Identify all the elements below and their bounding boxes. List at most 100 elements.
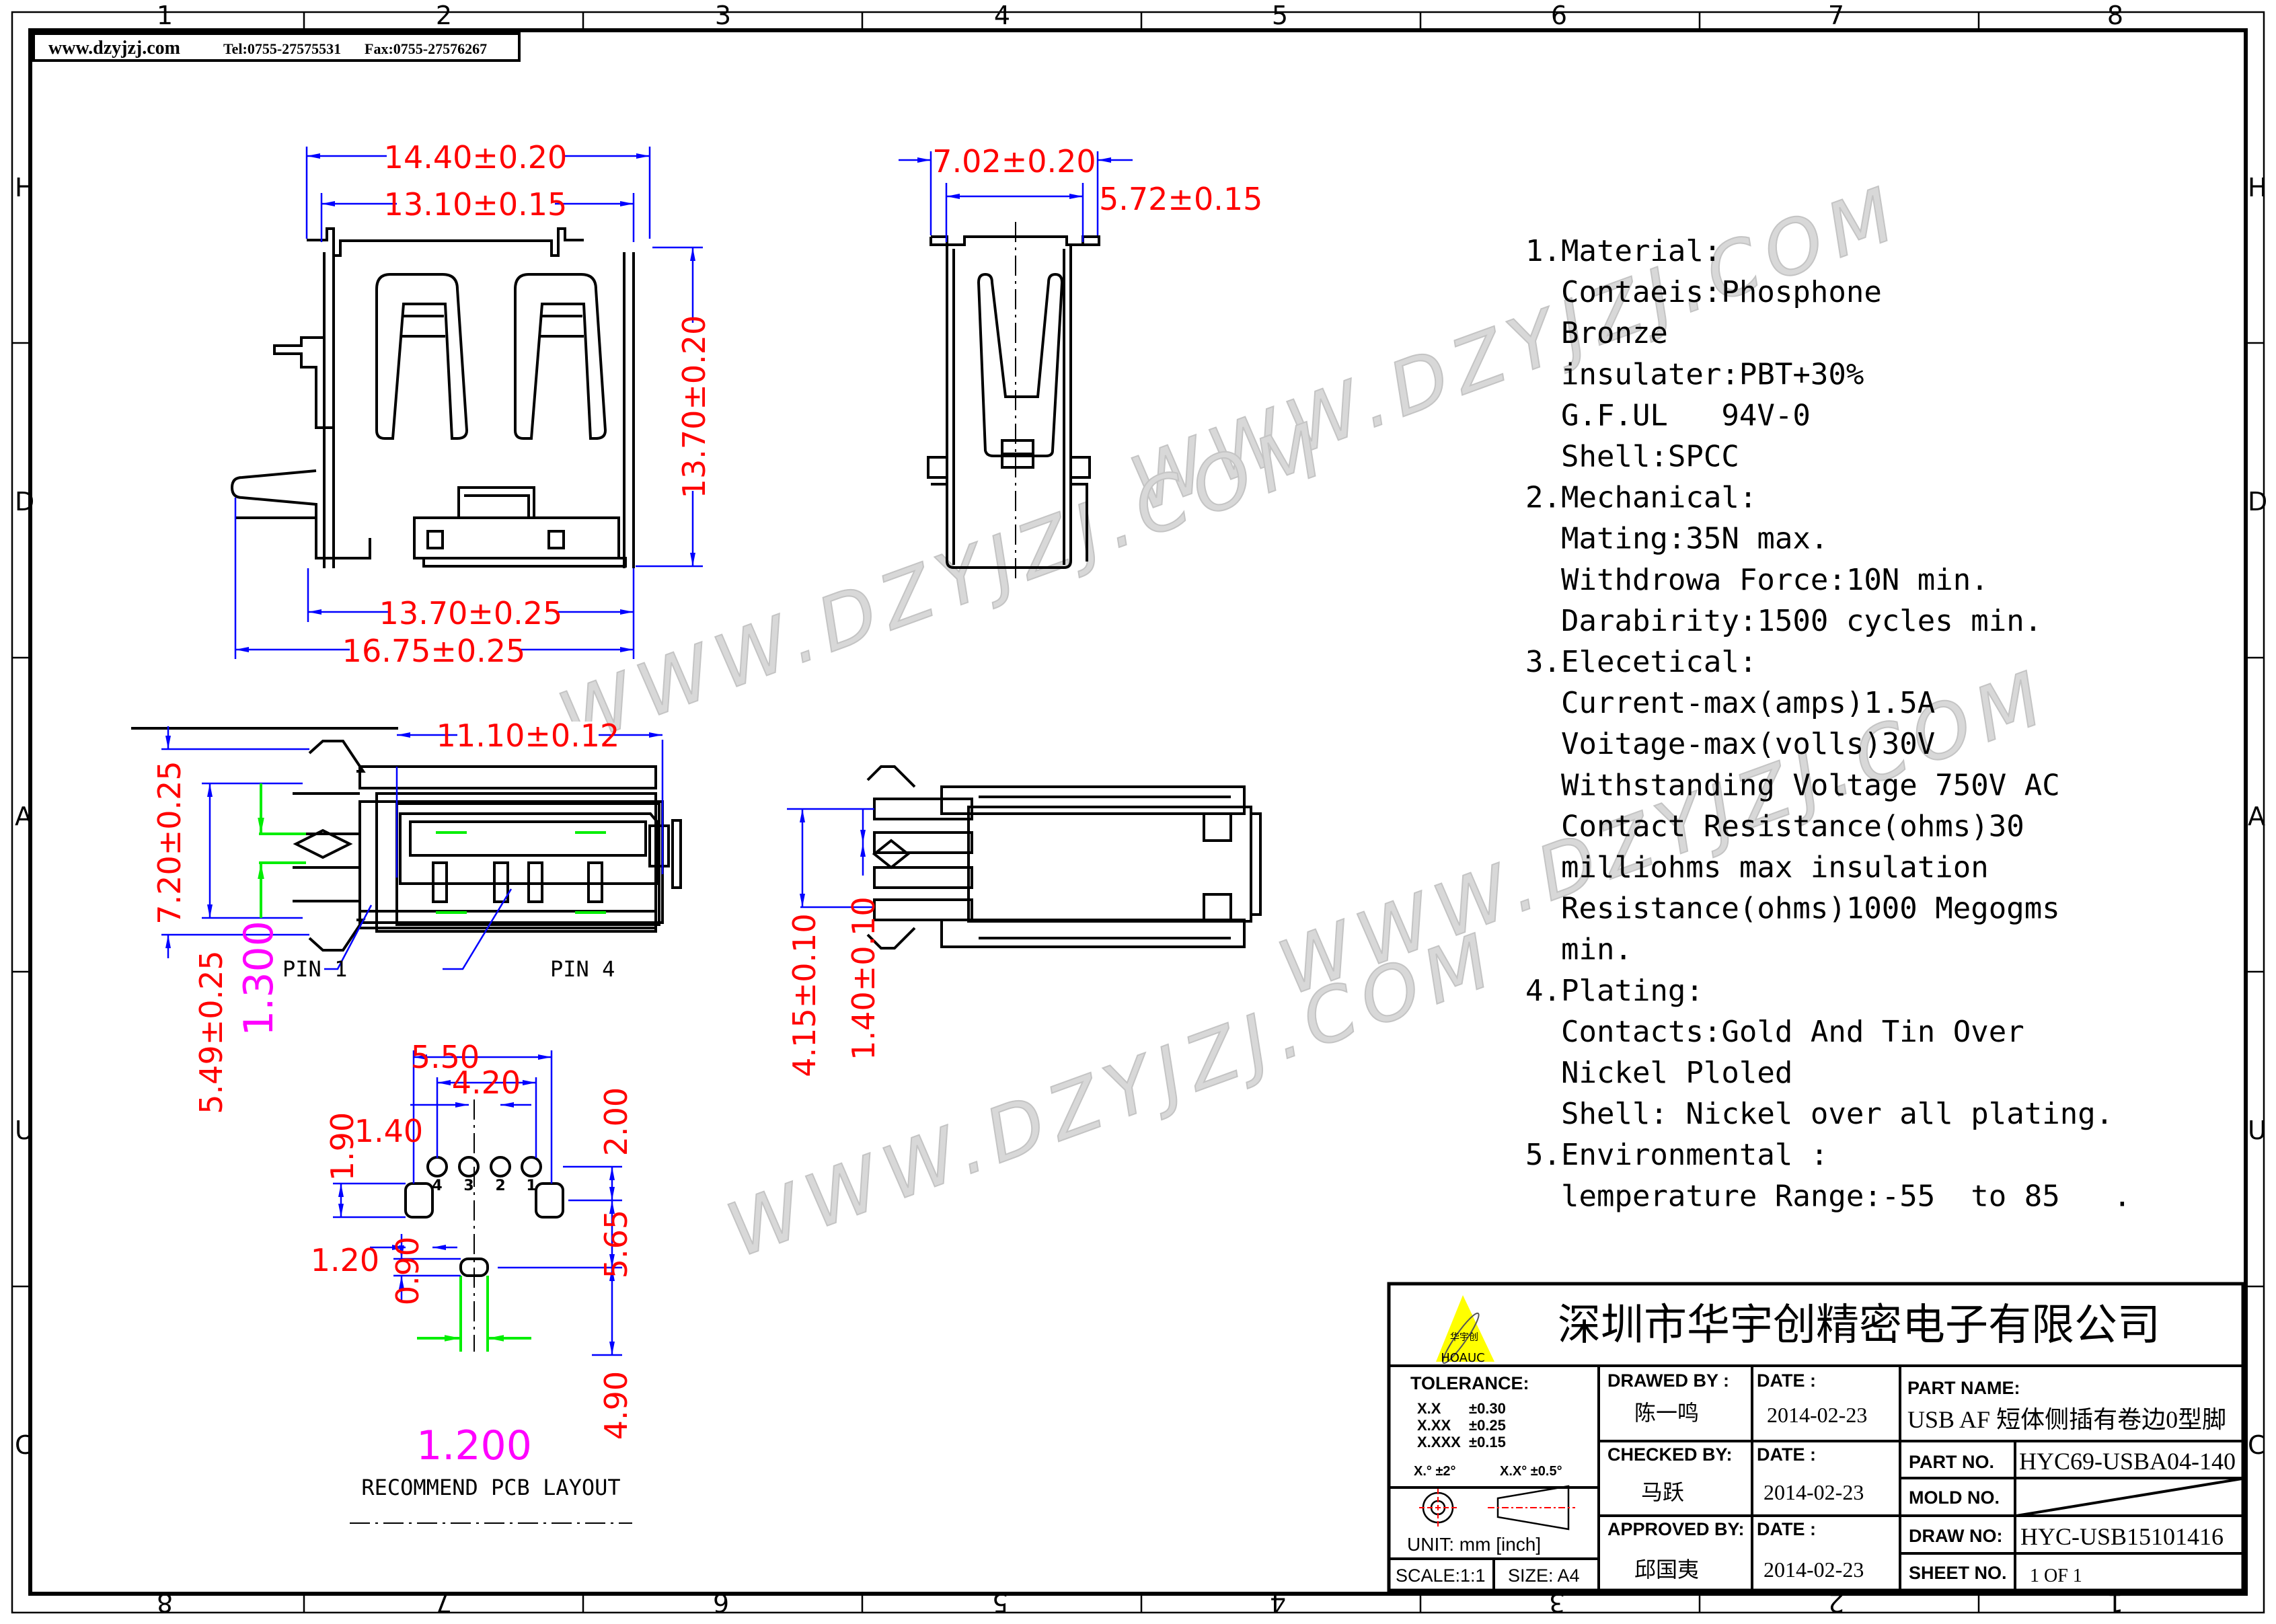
grid-col-bottom-2: 2 [1828,1588,1844,1617]
spec-note-line: Shell:SPCC [1525,440,1739,474]
dim-pcb-565: 5.65 [598,1210,634,1278]
dim-top-overall-width: 14.40±0.20 [384,139,568,176]
spec-note-line: Nickel Ploled [1525,1056,1792,1090]
grid-col-8: 8 [2107,1,2123,30]
drawed-by-name: 陈一鸣 [1634,1401,1699,1425]
pcb-pin-3: 3 [463,1177,473,1194]
spec-note-line: insulater:PBT+30% [1525,357,1864,391]
dim-pcb-190: 1.90 [324,1112,361,1181]
scale-label: SCALE:1:1 [1396,1565,1486,1586]
dim-front-width: 11.10±0.12 [437,718,620,754]
spec-note-line: Resistance(ohms)1000 Megogms [1525,892,2060,926]
pin1-label: PIN 1 [282,956,347,982]
grid-col-bottom-1: 1 [2107,1588,2123,1617]
grid-col-bottom-5: 5 [992,1588,1008,1617]
approved-by-label: APPROVED BY: [1607,1519,1745,1539]
tolerance-val-2: ±0.25 [1469,1417,1506,1434]
grid-col-6: 6 [1551,1,1567,30]
spec-note-line: 5.Environmental : [1525,1138,1828,1172]
dim-side-inner: 5.72±0.15 [1099,181,1262,217]
grid-col-5: 5 [1272,1,1288,30]
grid-col-bottom-7: 7 [436,1588,452,1617]
size-label: SIZE: A4 [1508,1565,1580,1586]
grid-col-bottom-3: 3 [1549,1588,1565,1617]
dim-pcb-ref: 1.200 [416,1422,532,1469]
grid-row-a-right: A [2248,802,2265,831]
tolerance-label: TOLERANCE: [1410,1373,1529,1393]
dim-pcb-490: 4.90 [598,1371,634,1440]
part-name-label: PART NAME: [1907,1378,2020,1398]
mold-no-label: MOLD NO. [1909,1487,2000,1508]
watermark-4: WWW.DZYJZJ.COM [716,915,1510,1274]
tolerance-val-3: ±0.15 [1469,1434,1506,1451]
spec-note-line: Contaeis:Phosphone [1525,275,1882,309]
spec-note-line: 2.Mechanical: [1525,481,1757,515]
grid-col-4: 4 [994,1,1010,30]
spec-note-line: milliohms max insulation [1525,851,1989,885]
part-no-label: PART NO. [1909,1452,1994,1472]
part-name: USB AF 短体侧插有卷边0型脚 [1907,1406,2226,1433]
front-view: 11.10±0.12 7.20±0.25 5.49±0.25 1.300 PIN… [131,718,682,1114]
tolerance-val-1: ±0.30 [1469,1400,1506,1417]
date-approved-label: DATE : [1757,1519,1816,1539]
grid-col-bottom-8: 8 [157,1588,173,1617]
dim-top-inner-width: 13.10±0.15 [384,186,568,223]
grid-col-bottom-6: 6 [713,1588,729,1617]
spec-note-line: G.F.UL 94V-0 [1525,398,1811,432]
tel-text: Tel:0755-27575531 [223,40,341,57]
dim-pcb-200: 2.00 [598,1087,634,1156]
website-text: www.dzyjzj.com [48,38,180,59]
dim-pcb-140: 1.40 [354,1113,423,1149]
dim-pcb-420: 4.20 [452,1065,521,1101]
grid-row-a: A [15,802,32,831]
spec-note-line: lemperature Range:-55 to 85 . [1525,1179,2131,1213]
dim-front-ref: 1.300 [235,921,282,1036]
grid-row-d-right: D [2248,487,2267,516]
checked-by-label: CHECKED BY: [1607,1444,1733,1465]
dim-pcb-090: 0.90 [389,1237,426,1305]
sheet-no-label: SHEET NO. [1909,1563,2007,1583]
pcb-pin-1: 1 [526,1177,536,1194]
top-view: 14.40±0.20 13.10±0.15 13.70±0.20 13.70±0… [230,139,712,669]
grid-row-u-right: U [2248,1116,2267,1145]
grid-col-7: 7 [1828,1,1844,30]
spec-note-line: Bronze [1525,316,1668,350]
spec-note-line: Darabirity:1500 cycles min. [1525,604,2042,638]
dim-pcb-120: 1.20 [311,1242,379,1278]
spec-note-line: 1.Material: [1525,234,1721,268]
dim-profile-outer-pitch: 4.15±0.10 [786,913,823,1077]
dim-front-height: 7.20±0.25 [151,761,188,924]
unit-label: UNIT: mm [inch] [1407,1534,1541,1555]
date-approved: 2014-02-23 [1763,1557,1864,1582]
tolerance-key-1: X.X [1417,1400,1441,1417]
angle-tolerance-2: X.X° ±0.5° [1500,1464,1562,1479]
grid-row-d: D [15,487,34,516]
grid-row-u: U [15,1116,34,1145]
dim-top-total-length: 16.75±0.25 [342,633,526,669]
draw-no: HYC-USB15101416 [2020,1523,2224,1550]
side-view: 7.02±0.20 5.72±0.15 [899,143,1262,578]
pcb-layout: 4 3 2 1 5.50 4.20 [311,1039,634,1524]
pcb-layout-title: RECOMMEND PCB LAYOUT [361,1475,620,1500]
company-name: 深圳市华宇创精密电子有限公司 [1558,1301,2160,1350]
date-drawn-label: DATE : [1757,1370,1816,1391]
draw-no-label: DRAW NO: [1909,1526,2002,1546]
spec-note-line: 3.Elecetical: [1525,645,1757,679]
pcb-pin-4: 4 [432,1177,442,1194]
grid-col-bottom-4: 4 [1270,1588,1286,1617]
logo-cn: 华宇创 [1450,1332,1478,1343]
spec-note-line: min. [1525,933,1632,967]
grid-row-c: C [15,1430,33,1460]
date-drawn: 2014-02-23 [1767,1403,1867,1427]
contact-header: www.dzyjzj.com Tel:0755-27575531 Fax:075… [32,32,521,62]
checked-by-name: 马跃 [1641,1480,1684,1504]
part-no: HYC69-USBA04-140 [2019,1448,2236,1475]
dim-pcb-550: 5.50 [411,1039,480,1075]
spec-note-line: Voitage-max(volls)30V [1525,727,1935,761]
tolerance-key-2: X.XX [1417,1417,1451,1434]
tolerance-key-3: X.XXX [1417,1434,1461,1451]
spec-note-line: Contact Resistance(ohms)30 [1525,809,2024,843]
spec-note-line: 4.Plating: [1525,974,1704,1008]
sheet-no: 1 OF 1 [2030,1565,2082,1586]
